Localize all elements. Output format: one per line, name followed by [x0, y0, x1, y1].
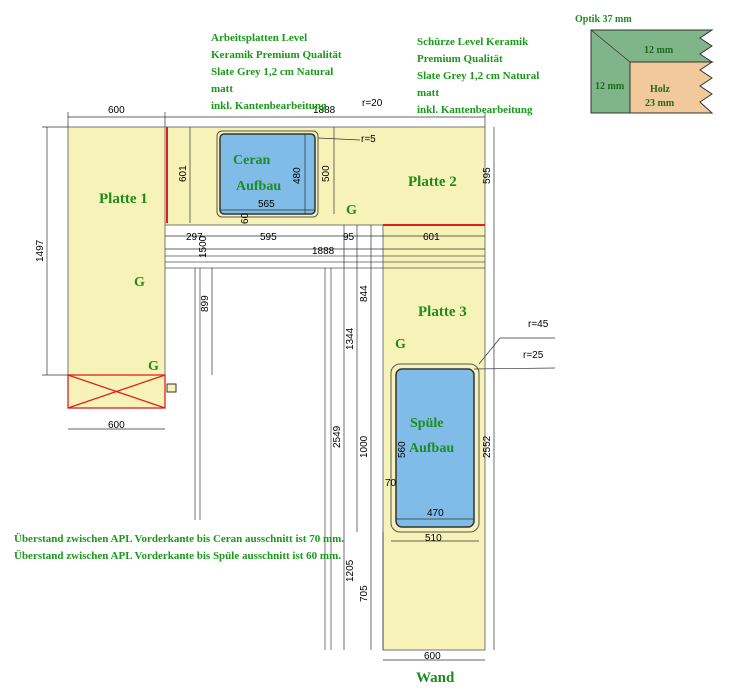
- g-label-1: G: [134, 275, 145, 290]
- ueberstand-note: Überstand zwischen APL Vorderkante bis C…: [14, 531, 344, 565]
- dim-899: 899: [200, 295, 211, 312]
- arbeitsplatte-line-1: Arbeitsplatten Level: [211, 32, 308, 44]
- wand-label: Wand: [416, 670, 455, 686]
- arbeitsplatte-line-3: Slate Grey 1,2 cm Natural: [211, 66, 334, 78]
- platte-1-slab: [67, 126, 166, 409]
- g-label-3: G: [346, 203, 357, 218]
- platte-1-label: Platte 1: [99, 191, 148, 207]
- dim-70: 70: [385, 478, 397, 489]
- dim-60: 60: [240, 212, 251, 224]
- dim-480: 480: [292, 167, 303, 184]
- ueberstand-line-2: Überstand zwischen APL Vorderkante bis S…: [14, 550, 341, 562]
- joint-lines: [166, 127, 485, 226]
- frame-lines: [165, 255, 485, 650]
- schuerze-line-5: inkl. Kantenbearbeitung: [417, 104, 533, 116]
- ceran-label: Ceran: [233, 153, 271, 168]
- arbeitsplatte-line-4: matt: [211, 83, 233, 95]
- dim-601-b: 601: [423, 232, 440, 243]
- optik-holz: Holz: [650, 84, 671, 95]
- schuerze-line-3: Slate Grey 1,2 cm Natural: [417, 70, 540, 82]
- dim-705: 705: [359, 585, 370, 602]
- dim-1888-mid: 1888: [312, 246, 335, 257]
- spuele-cutout: [395, 368, 475, 528]
- panel-labels: Platte 1 Platte 2 Platte 3 G G G G Ceran…: [99, 153, 467, 686]
- schuerze-line-2: Premium Qualität: [417, 53, 503, 65]
- dim-297: 297: [186, 232, 203, 243]
- arbeitsplatte-note: Arbeitsplatten Level Keramik Premium Qua…: [211, 30, 342, 115]
- dim-565: 565: [258, 199, 275, 210]
- dim-601-a: 601: [178, 165, 189, 182]
- dim-600-bottom: 600: [424, 651, 441, 662]
- dim-600-left: 600: [108, 420, 125, 431]
- g-label-2: G: [148, 359, 159, 374]
- schuerze-line-4: matt: [417, 87, 439, 99]
- dim-595: 595: [260, 232, 277, 243]
- optik-top-mm: 12 mm: [644, 45, 674, 56]
- dimension-lines: [42, 112, 556, 661]
- dim-1500: 1500: [198, 235, 209, 258]
- dimension-texts: 600 1888 r=20 r=5 601 1497 480 500 565 6…: [35, 98, 549, 662]
- optik-ceramic-edge: [590, 29, 714, 114]
- dim-470: 470: [427, 508, 444, 519]
- optik-side-mm: 12 mm: [595, 81, 625, 92]
- dim-1888-top: 1888: [313, 105, 336, 116]
- arbeitsplatte-line-2: Keramik Premium Qualität: [211, 49, 342, 61]
- optik-holz-core: [629, 61, 714, 114]
- schuerze-line-1: Schürze Level Keramik: [417, 36, 529, 48]
- dim-2549: 2549: [332, 425, 343, 448]
- dim-500: 500: [321, 165, 332, 182]
- dim-1344: 1344: [345, 327, 356, 350]
- g-label-4: G: [395, 337, 406, 352]
- ceran-cutout: [219, 133, 316, 215]
- dim-2552: 2552: [482, 435, 493, 458]
- ueberstand-line-1: Überstand zwischen APL Vorderkante bis C…: [14, 533, 345, 545]
- dim-r5: r=5: [361, 134, 376, 145]
- platte-2-slab: [164, 126, 486, 226]
- spuele-label: Spüle: [410, 416, 443, 431]
- dim-r25: r=25: [523, 350, 544, 361]
- platte-3-label: Platte 3: [418, 304, 467, 320]
- dim-560: 560: [397, 441, 408, 458]
- ceran-aufbau-label: Aufbau: [236, 179, 281, 194]
- dim-595-right: 595: [482, 167, 493, 184]
- optik-holz-mm: 23 mm: [645, 98, 675, 109]
- optik-title: Optik 37 mm: [575, 14, 632, 25]
- pillar-box: [166, 383, 177, 393]
- dim-r20: r=20: [362, 98, 383, 109]
- platte1-cutout-cross: [67, 374, 166, 409]
- dim-844: 844: [359, 285, 370, 302]
- dim-1205: 1205: [345, 559, 356, 582]
- spuele-aufbau-label: Aufbau: [409, 441, 454, 456]
- dim-1000: 1000: [359, 435, 370, 458]
- arbeitsplatte-line-5: inkl. Kantenbearbeitung: [211, 100, 327, 112]
- schuerze-note: Schürze Level Keramik Premium Qualität S…: [417, 34, 539, 119]
- dim-600-top: 600: [108, 105, 125, 116]
- dim-95: 95: [343, 232, 355, 243]
- optik-detail: Optik 37 mm 12 mm 12 mm Holz 23 mm: [575, 14, 714, 114]
- dim-510: 510: [425, 533, 442, 544]
- dim-r45: r=45: [528, 319, 549, 330]
- platte-2-label: Platte 2: [408, 174, 457, 190]
- dim-1497: 1497: [35, 239, 46, 262]
